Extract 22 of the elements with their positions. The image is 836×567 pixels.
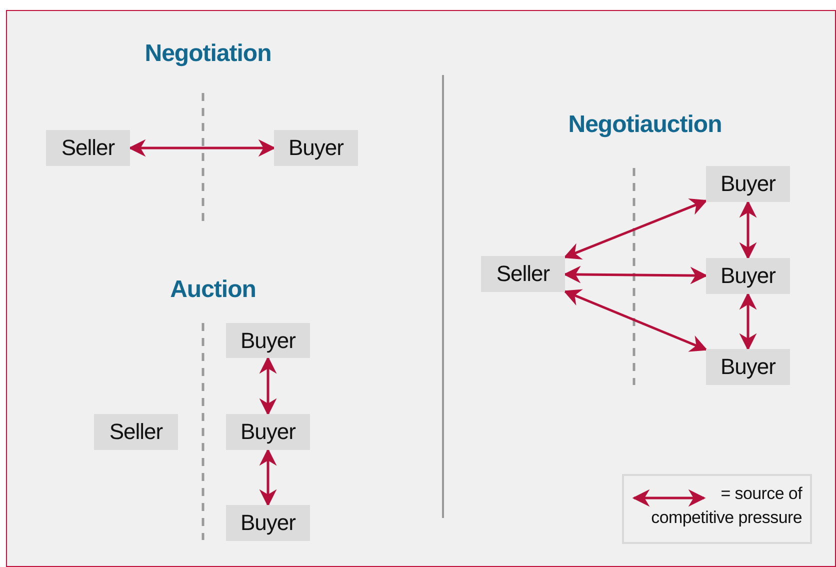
- double-arrow: [259, 448, 277, 507]
- double-arrow: [739, 292, 757, 351]
- double-arrow: [563, 198, 708, 260]
- double-arrow: [739, 200, 757, 260]
- label-box: Seller: [94, 414, 178, 450]
- label-box: Buyer: [706, 166, 790, 202]
- double-arrow: [259, 356, 277, 416]
- label-box: Buyer: [226, 414, 310, 450]
- label-box: Seller: [481, 256, 565, 292]
- legend-text: = source of competitive pressure: [650, 483, 802, 529]
- label-box: Seller: [46, 130, 130, 166]
- label-box: Buyer: [226, 323, 310, 358]
- label-box: Buyer: [226, 505, 310, 541]
- double-arrow: [563, 289, 708, 352]
- label-box: Buyer: [706, 258, 790, 294]
- double-arrow: [563, 266, 708, 284]
- double-arrow: [128, 139, 276, 157]
- label-box: Buyer: [274, 130, 358, 166]
- section-title: Negotiauction: [568, 111, 722, 139]
- label-box: Buyer: [706, 349, 790, 385]
- section-title: Negotiation: [144, 40, 272, 68]
- section-title: Auction: [170, 276, 256, 304]
